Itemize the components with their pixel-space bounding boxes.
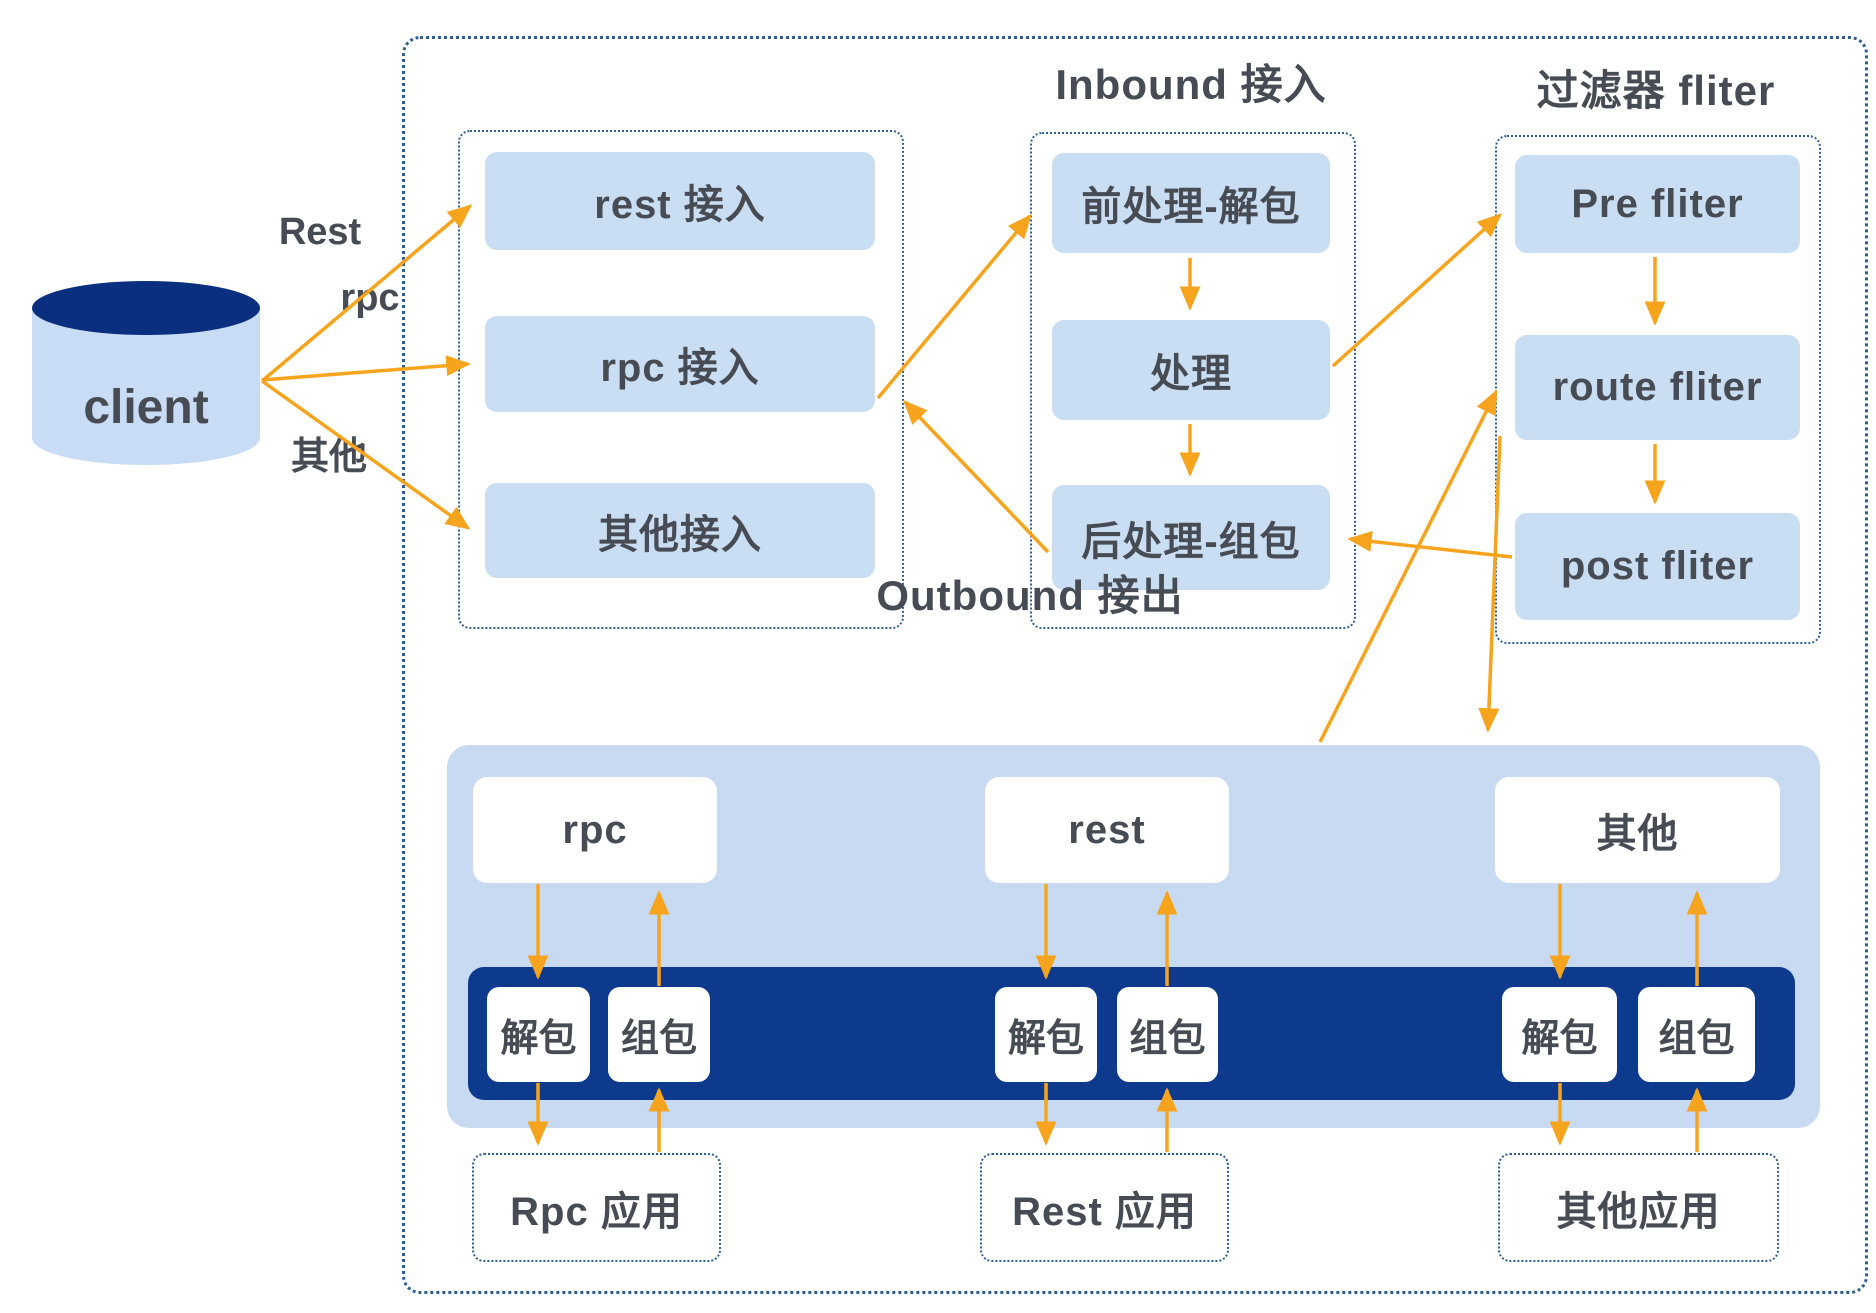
node-unpack-other: 解包 [1502,987,1617,1082]
node-other-app: 其他应用 [1498,1153,1779,1262]
node-rpc-app: Rpc 应用 [472,1153,721,1262]
node-pack-other: 组包 [1638,987,1755,1082]
node-outbound-rest: rest [985,777,1229,883]
outbound-title: Outbound 接出 [876,571,1184,619]
edge-label-other: 其他 [290,435,367,478]
gateway-container-border [402,36,1868,1294]
client-cylinder-shape [32,281,260,465]
node-outbound-rpc: rpc [473,777,717,883]
node-rpc-access: rpc 接入 [485,316,875,412]
edge-label-rpc: rpc [340,276,400,319]
client-label: client [83,381,209,434]
node-post-fliter: post fliter [1515,513,1800,620]
node-post-process-pack: 后处理-组包 [1052,485,1330,590]
edge-label-rest: Rest [278,210,362,253]
client-node: client [30,280,262,470]
node-pack-rest: 组包 [1117,987,1218,1082]
node-rest-app: Rest 应用 [980,1153,1229,1262]
node-pre-process-unpack: 前处理-解包 [1052,153,1330,253]
node-route-fliter: route fliter [1515,335,1800,440]
inbound-group-title: Inbound 接入 [1055,60,1327,108]
node-unpack-rest: 解包 [995,987,1097,1082]
node-process: 处理 [1052,320,1330,420]
node-rest-access: rest 接入 [485,152,875,250]
filter-group-title: 过滤器 fliter [1536,66,1776,114]
node-other-access: 其他接入 [485,483,875,578]
node-unpack-rpc: 解包 [487,987,590,1082]
node-pack-rpc: 组包 [608,987,710,1082]
node-outbound-other: 其他 [1495,777,1780,883]
node-pre-fliter: Pre fliter [1515,155,1800,253]
